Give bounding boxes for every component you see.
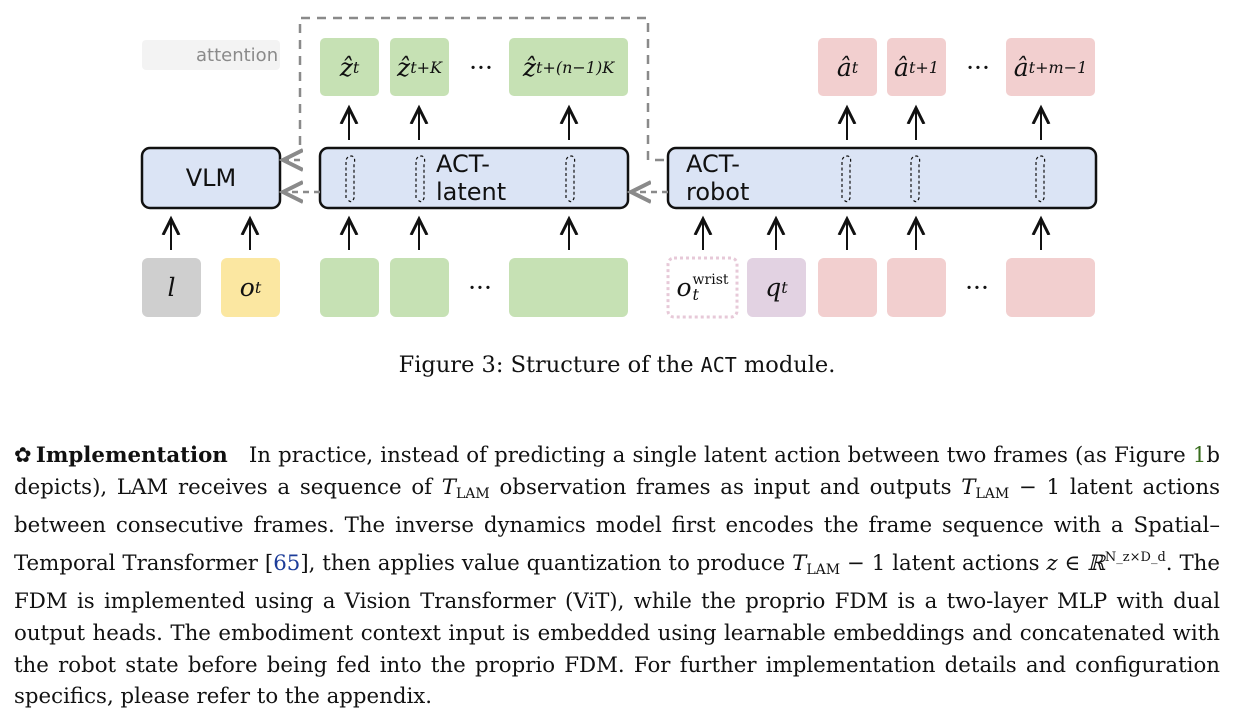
language-input-box [142, 258, 201, 317]
action-input-box-2 [887, 258, 946, 317]
figure-reference-link[interactable]: 1 [1192, 443, 1207, 468]
action-output-ellipsis: ··· [966, 52, 990, 82]
latent-input-ellipsis: ··· [468, 273, 492, 302]
act-latent-block [318, 146, 630, 210]
self-attention-loops-latent [345, 155, 576, 203]
state-input-box [747, 258, 806, 317]
latent-input-box-2 [390, 258, 449, 317]
action-input-box-3 [1006, 258, 1095, 317]
citation-link[interactable]: 65 [273, 550, 301, 576]
act-robot-block [666, 146, 1098, 210]
figure-caption: Figure 3: Structure of the ACT module. [398, 352, 836, 378]
latent-output-box-2 [390, 38, 449, 96]
action-output-box-3 [1006, 38, 1095, 96]
latent-output-ellipsis: ··· [469, 52, 493, 82]
flower-icon: ✿ [14, 443, 32, 467]
self-attention-loops-robot [841, 155, 1046, 203]
figure-diagram [140, 16, 1098, 319]
implementation-paragraph: ✿Implementation In practice, instead of … [14, 443, 1220, 710]
latent-output-box-1 [320, 38, 379, 96]
action-input-box-1 [818, 258, 877, 317]
language-input: l [167, 273, 176, 302]
attention-dashed-path [298, 16, 668, 162]
action-input-ellipsis: ··· [965, 273, 989, 302]
output-arrows [349, 108, 1041, 140]
observation-input-box [221, 258, 280, 317]
action-output-box-1 [818, 38, 877, 96]
latent-input-box-3 [509, 258, 628, 317]
legend-attention: attention [142, 40, 280, 70]
act-robot-label: ACT-robot [686, 150, 750, 206]
wrist-input-box [666, 256, 739, 319]
vlm-label: VLM [185, 164, 237, 192]
latent-input-box-1 [320, 258, 379, 317]
action-output-box-2 [887, 38, 946, 96]
vlm-block [140, 146, 282, 210]
latent-output-box-3 [509, 38, 628, 96]
act-latent-label: ACT-latent [436, 150, 507, 206]
input-arrows [171, 219, 1041, 250]
paragraph-heading: Implementation [35, 443, 228, 468]
legend-attention-label: attention [196, 44, 279, 66]
